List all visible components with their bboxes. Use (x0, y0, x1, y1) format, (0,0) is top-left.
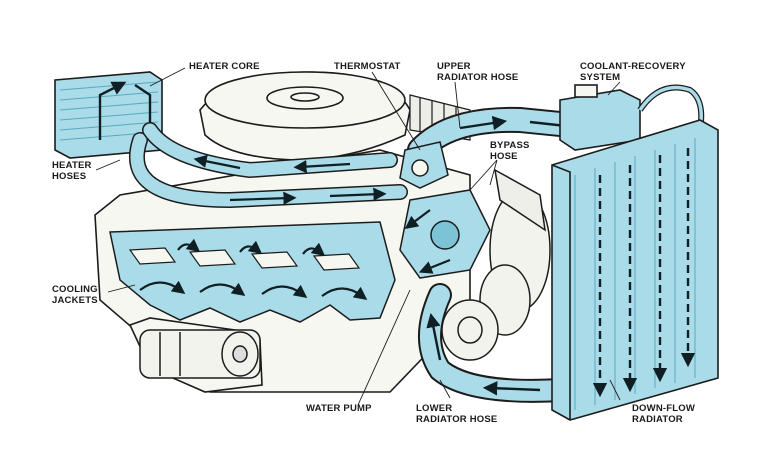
label-cooling-jackets-line2: JACKETS (52, 295, 98, 306)
label-heater-hoses-line1: HEATER (52, 160, 92, 171)
label-bypass-hose: BYPASS HOSE (490, 140, 530, 162)
air-cleaner (199, 71, 411, 161)
label-coolant-recovery-line2: SYSTEM (580, 72, 621, 83)
label-cooling-jackets: COOLING JACKETS (52, 284, 98, 306)
upper-radiator-hose-shape (407, 106, 613, 163)
label-upper-radiator-hose-line2: RADIATOR HOSE (437, 72, 519, 83)
heater-hoses-shape (128, 122, 408, 209)
label-down-flow-radiator-line2: RADIATOR (632, 414, 683, 425)
coolant-recovery-tank (559, 84, 705, 151)
label-heater-hoses: HEATER HOSES (52, 160, 92, 182)
leader-lines (95, 67, 621, 406)
label-cooling-jackets-line1: COOLING (52, 284, 98, 295)
label-lower-radiator-hose-line1: LOWER (416, 403, 453, 414)
label-lower-radiator-hose-line2: RADIATOR HOSE (416, 414, 498, 425)
label-upper-radiator-hose: UPPER RADIATOR HOSE (437, 61, 518, 83)
fan-and-pulleys (441, 168, 551, 361)
radiator (551, 119, 719, 421)
label-bypass-hose-line2: HOSE (490, 151, 518, 162)
label-down-flow-radiator: DOWN-FLOW RADIATOR (632, 403, 695, 425)
lower-radiator-hose-shape (418, 283, 572, 403)
label-coolant-recovery-line1: COOLANT-RECOVERY (580, 61, 686, 72)
cooling-jackets-shape (109, 221, 396, 323)
label-bypass-hose-line1: BYPASS (490, 140, 530, 151)
label-heater-core: HEATER CORE (189, 61, 260, 72)
label-heater-hoses-line2: HOSES (52, 171, 87, 182)
label-thermostat-line1: THERMOSTAT (334, 61, 401, 72)
thermostat-housing (399, 141, 449, 189)
starter-motor (139, 329, 261, 379)
label-coolant-recovery: COOLANT-RECOVERY SYSTEM (580, 61, 686, 83)
label-heater-core-line1: HEATER CORE (189, 61, 260, 72)
label-thermostat: THERMOSTAT (334, 61, 401, 72)
water-pump-shape (399, 189, 491, 279)
label-down-flow-radiator-line1: DOWN-FLOW (632, 403, 696, 414)
label-water-pump-line1: WATER PUMP (306, 403, 372, 414)
label-lower-radiator-hose: LOWER RADIATOR HOSE (416, 403, 497, 425)
label-upper-radiator-hose-line1: UPPER (437, 61, 471, 72)
label-water-pump: WATER PUMP (306, 403, 372, 414)
